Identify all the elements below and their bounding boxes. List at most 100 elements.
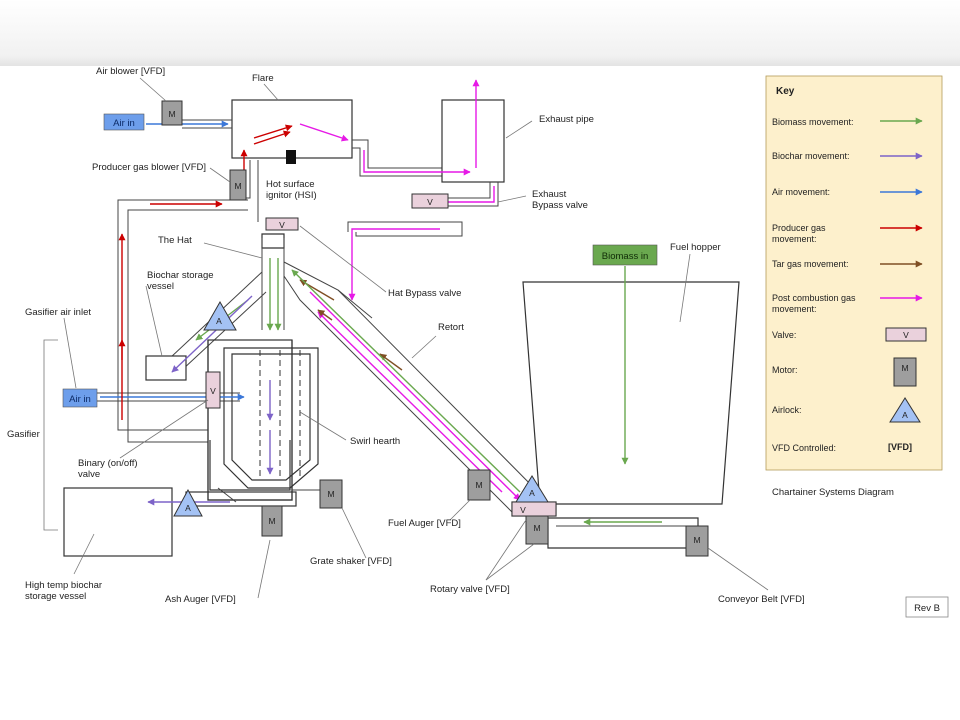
valve-symbol: V (210, 386, 216, 396)
swirl-hearth (223, 347, 319, 489)
valve-symbol: V (520, 505, 526, 515)
ash-auger-motor: M (261, 505, 283, 537)
rotary-valve: V (511, 501, 557, 517)
grate-shaker-motor: M (319, 479, 343, 509)
revision-label: Rev B (914, 603, 940, 614)
post-combustion-flow-flare (299, 123, 349, 142)
post-combustion-flow-retort-up (317, 311, 503, 493)
key-tar-gas-label: Tar gas movement: (772, 259, 849, 269)
revision-box (905, 596, 949, 618)
biochar-flow-chute (171, 295, 253, 373)
air-in-flare-box (103, 113, 145, 131)
hat-bypass-valve-label: Hat Bypass valve (388, 288, 461, 299)
key-vfd-value: [VFD] (888, 442, 912, 452)
airlock-symbol: A (529, 488, 535, 498)
key-biochar-label: Biochar movement: (772, 151, 850, 161)
grate-shaker-label: Grate shaker [VFD] (310, 556, 392, 567)
producer-gas-blower-motor: M (229, 169, 247, 201)
fuel-hopper-label: Fuel hopper (670, 242, 721, 253)
air-in-gasifier-label: Air in (69, 394, 91, 405)
tar-gas-flow-3 (317, 309, 333, 321)
motor-symbol: M (234, 181, 241, 191)
gasifier-label: Gasifier (7, 429, 40, 440)
key-valve-label: Valve: (772, 330, 796, 340)
the-hat-label: The Hat (158, 235, 192, 246)
valve-symbol: V (279, 220, 285, 230)
exhaust-pipe-vessel (441, 99, 505, 183)
key-motor-mark: M (901, 363, 908, 373)
post-combustion-flow-duct (363, 150, 471, 176)
flare-vessel (231, 99, 353, 159)
producer-gas-flow-flare-2 (253, 130, 291, 145)
key-airlock-mark: A (902, 410, 908, 420)
producer-gas-flow-flare-1 (253, 124, 293, 139)
motor-symbol: M (268, 516, 275, 526)
key-motor-label: Motor: (772, 365, 798, 375)
key-panel: Key Biomass movement: Biochar movement: … (765, 75, 943, 471)
fuel-airlock: A (515, 475, 549, 503)
key-background (765, 75, 943, 471)
ash-airlock: A (173, 488, 203, 517)
binary-on-off-valve: V (205, 371, 221, 409)
key-biomass-label: Biomass movement: (772, 117, 854, 127)
post-combustion-flow-retort-down (309, 291, 521, 501)
flow-arrows (100, 79, 662, 526)
fuel-auger-label: Fuel Auger [VFD] (388, 518, 461, 529)
producer-gas-blower-label: Producer gas blower [VFD] (92, 162, 206, 173)
airlock-symbol: A (185, 503, 191, 513)
pipework (63, 99, 740, 557)
biochar-storage-vessel (145, 355, 187, 381)
flare-label: Flare (252, 73, 274, 84)
key-airlock-symbol (889, 397, 921, 423)
fuel-hopper (522, 281, 740, 505)
conveyor-belt-motor: M (685, 525, 709, 557)
high-temp-biochar-storage-vessel (63, 487, 173, 557)
hat-bypass-valve: V (265, 217, 299, 231)
retort-label: Retort (438, 322, 464, 333)
binary-valve-label: Binary (on/off)valve (78, 458, 138, 480)
post-combustion-flow-bypass (430, 186, 495, 203)
fuel-auger-motor: M (467, 469, 491, 501)
motor-symbol: M (533, 523, 540, 533)
hot-surface-ignitor (286, 150, 296, 164)
motor-symbol: M (475, 480, 482, 490)
biomass-in-box (592, 244, 658, 266)
rotary-valve-label: Rotary valve [VFD] (430, 584, 510, 595)
key-title: Key (776, 86, 795, 97)
biomass-flow-retort (291, 269, 521, 493)
key-valve-mark: V (903, 330, 909, 340)
post-combustion-flow-hat-bypass (348, 228, 440, 301)
top-band (0, 0, 960, 66)
key-motor-symbol (893, 357, 917, 387)
air-blower-motor: M (161, 100, 183, 126)
ash-auger-label: Ash Auger [VFD] (165, 594, 236, 605)
air-blower-label: Air blower [VFD] (96, 66, 165, 77)
valve-symbol: V (427, 197, 433, 207)
key-air-label: Air movement: (772, 187, 830, 197)
swirl-hearth-label: Swirl hearth (350, 436, 400, 447)
motor-symbol: M (327, 489, 334, 499)
key-vfd-label: VFD Controlled: (772, 443, 836, 453)
key-valve-symbol (885, 327, 927, 342)
gasifier-body (207, 340, 293, 501)
biochar-storage-airlock: A (203, 300, 237, 331)
motor-symbol: M (693, 535, 700, 545)
leader-lines (43, 77, 769, 599)
tar-gas-flow-2 (379, 353, 403, 371)
motor-symbol: M (168, 109, 175, 119)
exhaust-bypass-valve: V (411, 193, 449, 209)
airlock-symbol: A (216, 316, 222, 326)
diagram-caption: Chartainer Systems Diagram (772, 487, 894, 498)
air-in-flare-label: Air in (113, 118, 135, 129)
air-in-gasifier-box (62, 388, 98, 408)
rotary-valve-motor: M (525, 513, 549, 545)
exhaust-pipe-label: Exhaust pipe (539, 114, 594, 125)
gasifier-air-inlet-label: Gasifier air inlet (25, 307, 91, 318)
